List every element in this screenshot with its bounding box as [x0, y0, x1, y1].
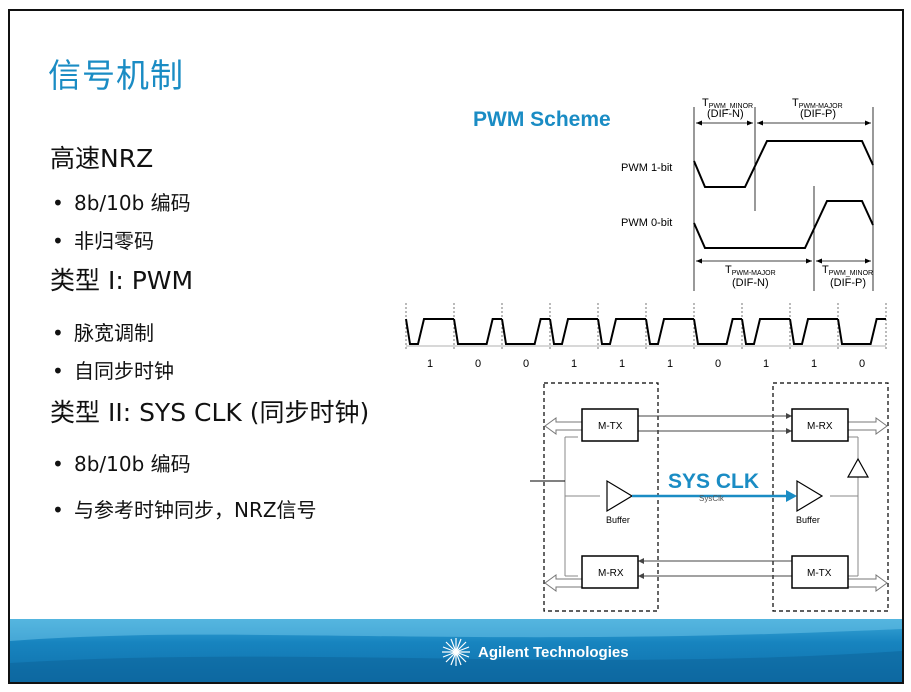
list-item: • 脉宽调制 — [52, 317, 154, 346]
m-tx-left-label: M-TX — [598, 421, 623, 432]
bullet: • — [52, 498, 64, 522]
bullet: • — [52, 191, 64, 215]
arrow-head — [696, 258, 702, 264]
bit-label: 0 — [475, 358, 481, 370]
sysclk-small-label: SysClk — [699, 494, 725, 503]
agilent-spark-icon — [442, 638, 470, 666]
arrow-head — [865, 120, 871, 126]
t-minor-top-label: TPWM_MINOR — [702, 97, 753, 110]
slide: 信号机制 高速NRZ • 8b/10b 编码 • 非归零码 类型 I: PWM • 脉… — [8, 9, 904, 684]
list-item-text: 8b/10b 编码 — [74, 191, 191, 215]
bit-waveform-8 — [789, 318, 838, 345]
section-heading-pwm: 类型 I: PWM — [50, 266, 194, 295]
list-item: • 与参考时钟同步，NRZ信号 — [52, 494, 317, 523]
list-item: • 8b/10b 编码 — [52, 187, 191, 216]
pwm-scheme-title: PWM Scheme — [473, 108, 611, 131]
arrow-head — [747, 120, 753, 126]
right-triangle-icon — [846, 457, 870, 478]
lane-lines — [638, 415, 792, 577]
bullet: • — [52, 321, 64, 345]
t-minor-top-note: (DIF-N) — [707, 108, 744, 120]
arrow-head — [816, 258, 822, 264]
bit-label: 1 — [571, 358, 577, 370]
buffer-left-label: Buffer — [606, 515, 630, 525]
bit-label: 0 — [715, 358, 721, 370]
bit-label: 1 — [427, 358, 433, 370]
t-major-top-note: (DIF-P) — [800, 108, 836, 120]
pwm-0bit-waveform — [693, 200, 874, 249]
list-item-text: 自同步时钟 — [74, 359, 174, 383]
bit-waveform-2 — [501, 318, 550, 345]
bit-waveform-0 — [405, 318, 454, 345]
section-heading-nrz: 高速NRZ — [50, 144, 154, 173]
buffer-left-icon — [606, 479, 634, 513]
list-item-text: 与参考时钟同步，NRZ信号 — [74, 498, 317, 522]
t-minor-bottom-label: TPWM_MINOR — [822, 264, 873, 277]
sysclk-arrow-head — [786, 490, 797, 502]
bit-waveform-7 — [741, 318, 790, 345]
bullet: • — [52, 229, 64, 253]
m-rx-left-box — [581, 555, 639, 589]
t-major-bottom-note: (DIF-N) — [732, 277, 769, 289]
footer-wave — [10, 619, 902, 682]
list-item-text: 非归零码 — [74, 229, 154, 253]
bit-waveform-6 — [693, 318, 742, 345]
list-item: • 8b/10b 编码 — [52, 448, 191, 477]
m-rx-left-label: M-RX — [598, 568, 624, 579]
bit-label: 0 — [523, 358, 529, 370]
sysclk-diagram — [530, 382, 889, 612]
lane-arrowheads — [638, 413, 792, 579]
bit-label: 1 — [619, 358, 625, 370]
m-tx-right-box — [791, 555, 849, 589]
diagram-canvas: TPWM_MINOR (DIF-N) TPWM-MAJOR (DIF-P) PW… — [405, 97, 889, 612]
arrow-head — [696, 120, 702, 126]
bit-waveform-1 — [453, 318, 502, 345]
section-heading-sysclk: 类型 II: SYS CLK (同步时钟) — [50, 398, 370, 427]
sysclk-labels: M-TX M-RX M-RX M-TX Buffer Buffer SysClk… — [598, 421, 833, 579]
bit-label: 1 — [811, 358, 817, 370]
m-tx-left-box — [581, 408, 639, 442]
bullet: • — [52, 359, 64, 383]
buffer-right-label: Buffer — [796, 515, 820, 525]
pwm-timing-diagram — [693, 107, 874, 291]
company-name: Agilent Technologies — [478, 643, 629, 661]
right-device-boundary — [772, 382, 889, 612]
list-item: • 非归零码 — [52, 225, 154, 254]
buffer-right-icon — [796, 479, 824, 513]
bit-waveform-3 — [549, 318, 598, 345]
arrow-head — [806, 258, 812, 264]
list-item-text: 8b/10b 编码 — [74, 452, 191, 476]
pwm-bit-stream: 1 0 0 1 1 1 0 1 1 0 — [405, 303, 887, 370]
bit-label: 1 — [667, 358, 673, 370]
list-item: • 自同步时钟 — [52, 355, 174, 384]
m-tx-right-label: M-TX — [807, 568, 832, 579]
bit-waveform-4 — [597, 318, 646, 345]
arrow-head — [757, 120, 763, 126]
external-io-arrows — [544, 417, 888, 592]
t-minor-bottom-note: (DIF-P) — [830, 277, 866, 289]
t-major-top-label: TPWM-MAJOR — [792, 97, 843, 110]
m-rx-right-label: M-RX — [807, 421, 833, 432]
agilent-logo: Agilent Technologies — [440, 636, 629, 668]
t-major-bottom-label: TPWM-MAJOR — [725, 264, 776, 277]
bit-waveform-9 — [837, 318, 886, 345]
footer-bar — [10, 619, 902, 682]
bullet: • — [52, 452, 64, 476]
pwm-timing-labels: TPWM_MINOR (DIF-N) TPWM-MAJOR (DIF-P) PW… — [621, 97, 873, 289]
arrow-head — [865, 258, 871, 264]
sysclk-title: SYS CLK — [668, 470, 759, 493]
pwm-1bit-waveform — [693, 140, 874, 188]
pwm-0bit-label: PWM 0-bit — [621, 217, 672, 229]
list-item-text: 脉宽调制 — [74, 321, 154, 345]
bit-label: 0 — [859, 358, 865, 370]
m-rx-right-box — [791, 408, 849, 442]
pwm-1bit-label: PWM 1-bit — [621, 162, 672, 174]
bit-waveform-5 — [645, 318, 694, 345]
slide-title: 信号机制 — [48, 56, 184, 95]
bit-label: 1 — [763, 358, 769, 370]
